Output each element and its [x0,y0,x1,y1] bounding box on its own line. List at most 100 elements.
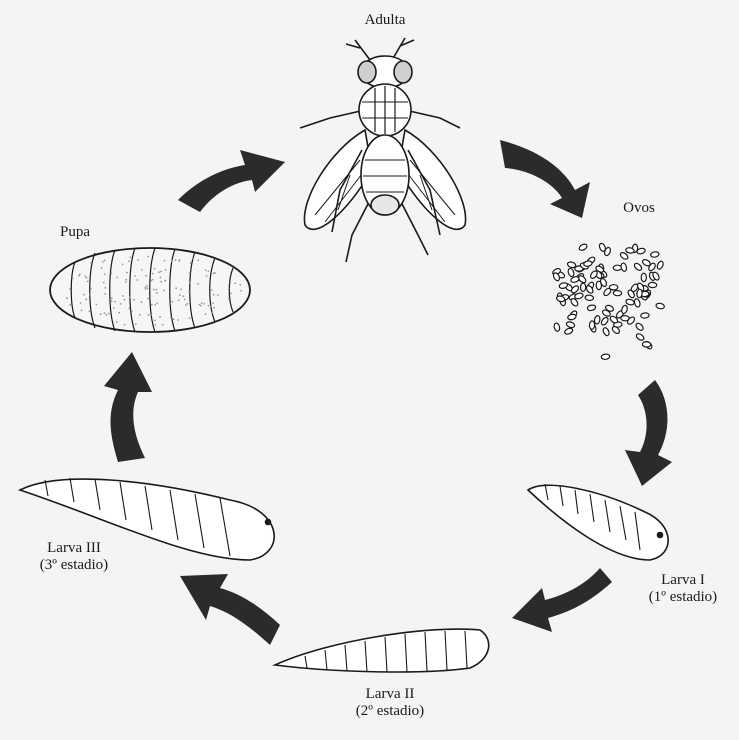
pupa-texture-dot [100,267,103,269]
pupa-texture-dot [146,287,149,290]
egg [602,327,610,337]
egg [598,242,606,252]
egg [621,304,628,315]
egg [600,316,609,326]
pupa-texture-dot [217,294,219,296]
pupa-texture-dot [85,276,88,279]
pupa-texture-dot [112,307,115,309]
pupa-texture-dot [102,281,105,284]
pupa-texture-dot [164,269,167,271]
pupa-texture-dot [174,259,177,262]
egg [609,315,619,324]
pupa-texture-dot [239,284,242,286]
egg [641,341,652,348]
pupa-texture-dot [168,302,171,305]
egg [570,298,579,307]
pupa-texture-dot [86,280,89,283]
egg [640,272,648,283]
egg [633,262,643,271]
pupa-texture-dot [110,297,113,300]
pupa-texture-dot [189,262,192,265]
pupa-texture-dot [84,275,87,278]
eggs-illustration [552,242,665,360]
pupa-texture-dot [182,295,185,298]
egg [564,327,574,335]
pupa-texture-dot [88,310,91,313]
pupa-texture-dot [177,319,180,321]
pupa-texture-dot [144,288,147,290]
pupa-texture-dot [140,301,143,304]
egg [656,260,664,270]
egg [578,275,587,284]
label-larva-3: Larva III (3º estadio) [39,540,109,573]
pupa-texture-dot [188,317,191,319]
pupa-texture-dot [197,282,200,285]
pupa-texture-dot [185,304,187,306]
pupa-texture-dot [124,281,127,283]
arrow-adult-to-eggs [500,140,590,218]
egg [553,322,561,332]
pupa-texture-dot [214,272,216,274]
pupa-texture-dot [199,304,202,307]
pupa-texture-dot [121,263,124,266]
pupa-texture-dot [138,313,141,316]
egg [612,264,623,271]
pupa-texture-dot [212,293,215,296]
pupa-texture-dot [178,294,181,297]
egg [585,285,594,294]
pupa-texture-dot [207,304,210,307]
pupa-texture-dot [80,309,83,312]
egg [647,281,658,289]
pupa-texture-dot [104,293,106,295]
pupa-texture-dot [82,293,85,296]
egg [636,288,643,299]
pupa-texture-dot [183,298,186,301]
pupa-texture-dot [240,289,242,292]
pupa-texture-dot [170,260,173,263]
arrow-larva-1-to-larva-2 [512,568,612,632]
arrow-pupa-to-adult [178,150,285,212]
pupa-texture-dot [90,287,92,290]
egg [558,282,569,289]
pupa-texture-dot [101,261,104,263]
egg [565,321,576,329]
pupa-texture-dot [205,275,208,277]
label-ovos: Ovos [623,200,655,216]
pupa-texture-dot [210,289,213,291]
egg [635,333,645,341]
arrow-eggs-to-larva-1 [625,380,672,486]
pupa-texture-dot [178,259,181,261]
pupa-illustration [49,247,251,333]
egg [620,262,628,272]
pupa-texture-dot [197,259,200,262]
pupa-texture-dot [69,303,72,306]
pupa-texture-dot [99,313,102,316]
pupa-texture-dot [209,305,212,308]
pupa-texture-dot [69,288,71,290]
pupa-texture-dot [147,313,150,316]
egg [567,313,577,321]
pupa-texture-dot [104,286,107,289]
pupa-texture-dot [150,279,153,282]
pupa-texture-dot [116,276,118,279]
pupa-texture-dot [207,270,210,273]
egg [633,298,641,308]
pupa-texture-dot [110,272,113,274]
pupa-texture-dot [79,273,81,276]
egg [567,267,575,278]
egg [625,298,635,306]
egg [588,320,596,330]
egg [583,260,593,267]
pupa-texture-dot [146,284,148,287]
pupa-texture-dot [154,324,157,326]
pupa-texture-dot [212,272,215,275]
pupa-texture-dot [163,289,165,292]
pupa-texture-dot [189,281,191,284]
pupa-texture-dot [156,292,158,294]
egg [578,243,588,251]
pupa-texture-dot [140,269,143,271]
pupa-texture-dot [103,312,106,314]
pupa-texture-dot [156,302,159,305]
pupa-texture-dot [79,302,82,304]
pupa-texture-dot [164,279,167,282]
